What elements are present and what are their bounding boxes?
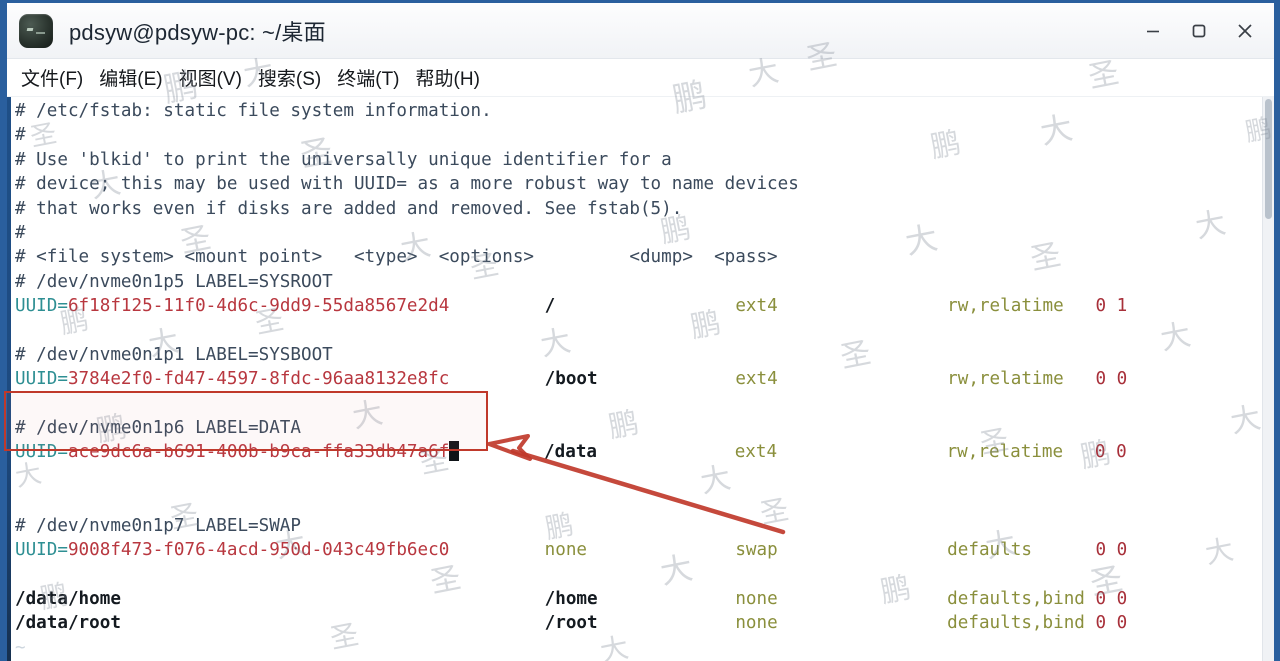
- filesystem-type: ext4: [735, 296, 778, 317]
- terminal-line: [11, 489, 1262, 513]
- mount-point: /home: [544, 588, 598, 609]
- terminal-line: # that works even if disks are added and…: [11, 197, 1262, 221]
- comment-text: #: [15, 222, 26, 243]
- close-button[interactable]: [1222, 9, 1268, 53]
- menu-item-view[interactable]: 视图(V): [178, 69, 242, 90]
- terminal-left-edge: [7, 97, 11, 661]
- menu-bar: 文件(F) 编辑(E) 视图(V) 搜索(S) 终端(T) 帮助(H): [7, 59, 1274, 97]
- text-cursor: [449, 441, 460, 462]
- terminal-line: UUID=ace9dc6a-b691-400b-b9ca-ffa33db47a6…: [11, 440, 1262, 464]
- minimize-button[interactable]: [1130, 9, 1176, 53]
- mount-options: rw,relatime: [947, 296, 1064, 317]
- filesystem-type: swap: [735, 540, 778, 561]
- terminal-line: UUID=9008f473-f076-4acd-950d-043c49fb6ec…: [11, 538, 1262, 562]
- comment-text: # Use 'blkid' to print the universally u…: [15, 149, 672, 170]
- dump-pass-values: 0 0: [1095, 588, 1128, 609]
- mount-point: /: [544, 296, 556, 317]
- terminal-line: UUID=3784e2f0-fd47-4597-8fdc-96aa8132e8f…: [11, 367, 1262, 391]
- terminal-icon: [19, 13, 53, 48]
- title-bar: pdsyw@pdsyw-pc: ~/桌面: [7, 3, 1274, 59]
- terminal-line: /data/home /home none defaults,bind 0 0: [11, 587, 1262, 611]
- mount-point: /boot: [544, 369, 598, 390]
- dump-pass-values: 0 1: [1095, 296, 1128, 317]
- vi-empty-line-marker: ~: [15, 637, 26, 658]
- filesystem-type: ext4: [735, 369, 778, 390]
- uuid-value: ace9dc6a-b691-400b-b9ca-ffa33db47a6f: [67, 442, 450, 463]
- uuid-key: UUID=: [15, 540, 68, 561]
- mount-options: defaults,bind: [947, 613, 1085, 634]
- window-controls: [1130, 3, 1268, 58]
- terminal-body[interactable]: # /etc/fstab: static file system informa…: [7, 97, 1274, 661]
- menu-item-file[interactable]: 文件(F): [21, 69, 84, 90]
- menu-item-edit[interactable]: 编辑(E): [99, 69, 163, 90]
- terminal-line: # Use 'blkid' to print the universally u…: [11, 148, 1262, 172]
- dump-pass-values: 0 0: [1095, 369, 1128, 390]
- menu-item-search[interactable]: 搜索(S): [257, 69, 322, 90]
- terminal-line: UUID=6f18f125-11f0-4d6c-9dd9-55da8567e2d…: [11, 294, 1262, 318]
- terminal-line: # /dev/nvme0n1p7 LABEL=SWAP: [11, 514, 1262, 538]
- maximize-button[interactable]: [1176, 9, 1222, 53]
- terminal-screen[interactable]: # /etc/fstab: static file system informa…: [11, 97, 1262, 661]
- mount-point: none: [544, 540, 588, 561]
- comment-text: # that works even if disks are added and…: [15, 198, 683, 219]
- menu-item-help[interactable]: 帮助(H): [415, 69, 480, 90]
- uuid-value: 6f18f125-11f0-4d6c-9dd9-55da8567e2d4: [67, 296, 450, 317]
- filesystem-type: ext4: [734, 442, 778, 463]
- terminal-line: #: [11, 123, 1262, 147]
- terminal-line: [11, 319, 1262, 343]
- comment-text: # /dev/nvme0n1p5 LABEL=SYSROOT: [15, 271, 333, 292]
- mount-point: /data: [544, 442, 598, 463]
- uuid-value: 3784e2f0-fd47-4597-8fdc-96aa8132e8fc: [67, 369, 450, 390]
- terminal-line: #: [11, 221, 1262, 245]
- terminal-line: # <file system> <mount point> <type> <op…: [11, 245, 1262, 269]
- dump-pass-values: 0 0: [1095, 540, 1128, 561]
- uuid-key: UUID=: [15, 369, 68, 390]
- terminal-line: [11, 465, 1262, 489]
- terminal-line: ~: [11, 636, 1262, 660]
- source-path: /data/home: [15, 588, 121, 609]
- terminal-line: [11, 562, 1262, 586]
- terminal-line: # /dev/nvme0n1p6 LABEL=DATA: [11, 416, 1262, 440]
- comment-text: # <file system> <mount point> <type> <op…: [15, 247, 778, 268]
- uuid-value: 9008f473-f076-4acd-950d-043c49fb6ec0: [67, 540, 450, 561]
- comment-text: #: [15, 125, 26, 146]
- terminal-line: # /dev/nvme0n1p5 LABEL=SYSROOT: [11, 270, 1262, 294]
- terminal-line: /data/root /root none defaults,bind 0 0: [11, 611, 1262, 635]
- source-path: /data/root: [15, 613, 121, 634]
- mount-options: rw,relatime: [946, 442, 1064, 463]
- terminal-line: # device; this may be used with UUID= as…: [11, 172, 1262, 196]
- mount-point: /root: [544, 613, 598, 634]
- terminal-line: [11, 392, 1262, 416]
- comment-text: # /dev/nvme0n1p7 LABEL=SWAP: [15, 515, 301, 536]
- dump-pass-values: 0 0: [1094, 442, 1127, 463]
- terminal-scrollbar[interactable]: [1262, 97, 1274, 661]
- window-title: pdsyw@pdsyw-pc: ~/桌面: [69, 19, 326, 45]
- scrollbar-thumb[interactable]: [1265, 99, 1272, 219]
- filesystem-type: none: [735, 613, 778, 634]
- terminal-line: # /dev/nvme0n1p1 LABEL=SYSBOOT: [11, 343, 1262, 367]
- mount-options: rw,relatime: [947, 369, 1064, 390]
- dump-pass-values: 0 0: [1095, 613, 1128, 634]
- uuid-key: UUID=: [15, 296, 68, 317]
- mount-options: defaults,bind: [947, 588, 1085, 609]
- uuid-key: UUID=: [15, 442, 68, 463]
- filesystem-type: none: [735, 588, 778, 609]
- comment-text: # device; this may be used with UUID= as…: [15, 174, 799, 195]
- mount-options: defaults: [947, 540, 1032, 561]
- comment-text: # /dev/nvme0n1p6 LABEL=DATA: [15, 418, 301, 439]
- comment-text: # /dev/nvme0n1p1 LABEL=SYSBOOT: [15, 344, 333, 365]
- comment-text: # /etc/fstab: static file system informa…: [15, 101, 492, 121]
- terminal-line: # /etc/fstab: static file system informa…: [11, 99, 1262, 123]
- menu-item-terminal[interactable]: 终端(T): [337, 69, 400, 90]
